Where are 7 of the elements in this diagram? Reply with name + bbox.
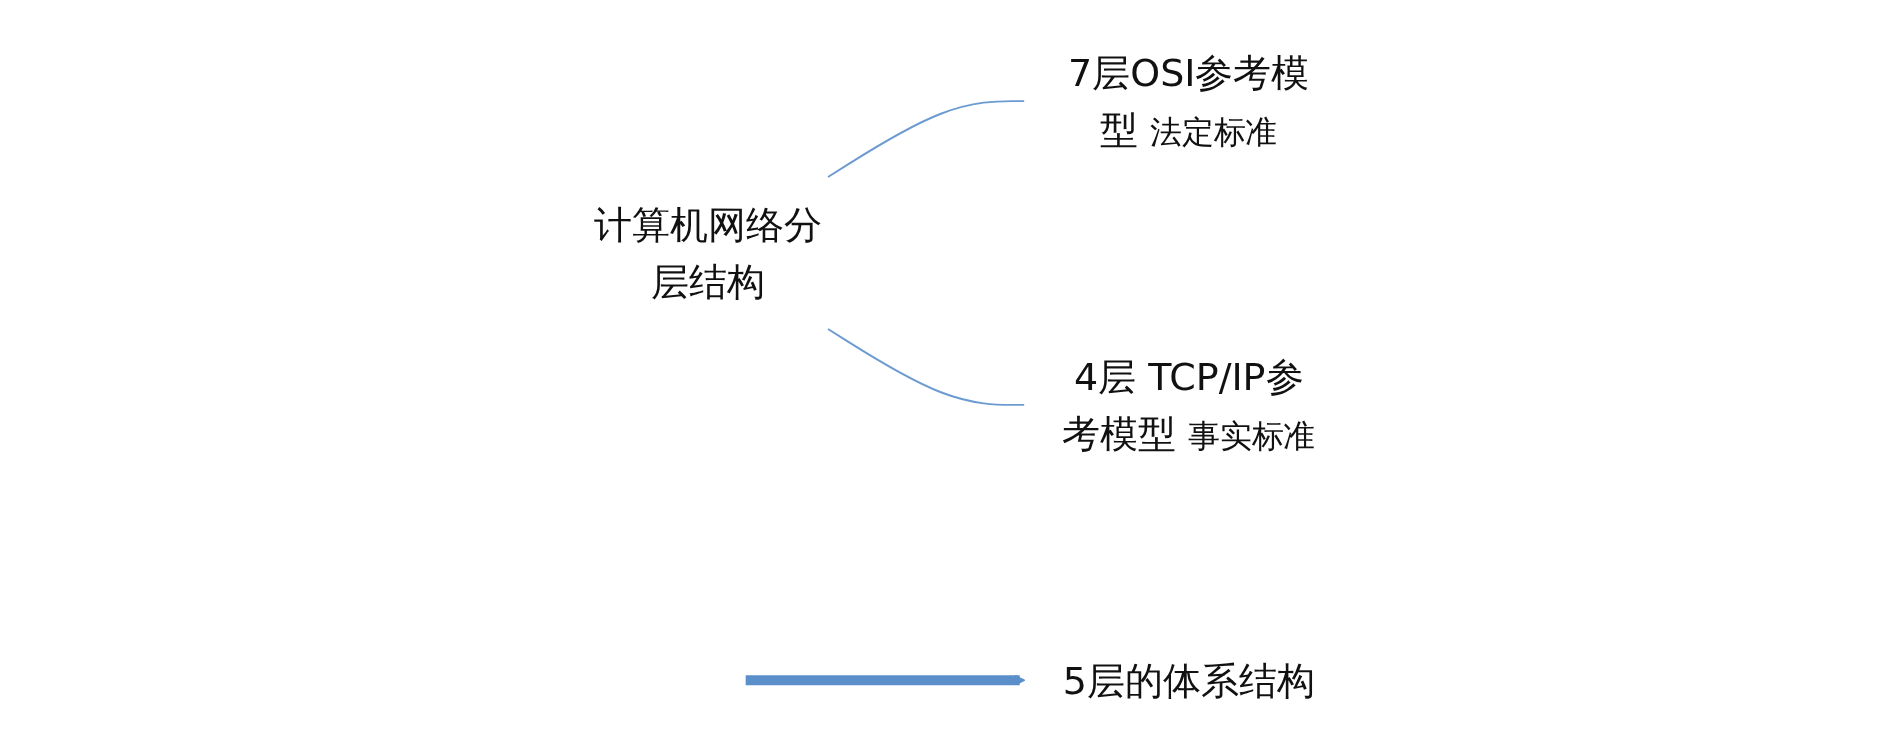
connector (826, 100, 1025, 179)
node-label: 事实标准 (1188, 417, 1315, 455)
node-text: 5层的体系结构 (1062, 658, 1315, 703)
node-text: 计算机网络分层结构 (593, 202, 822, 304)
node-label: 法定标准 (1150, 113, 1277, 151)
connector (826, 328, 1025, 406)
arrow (745, 674, 1026, 686)
